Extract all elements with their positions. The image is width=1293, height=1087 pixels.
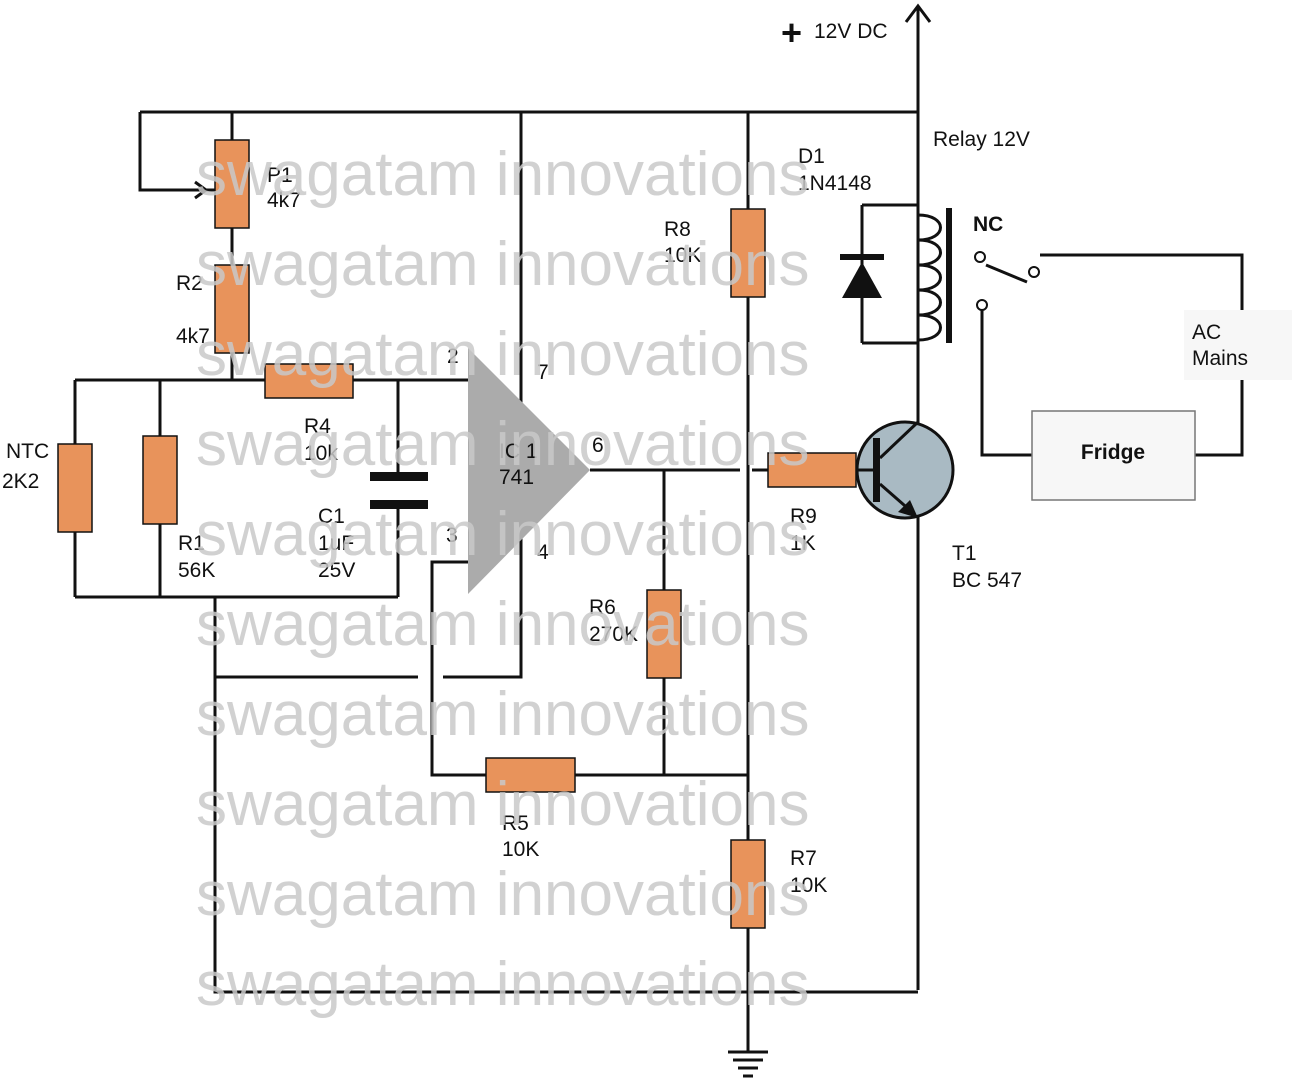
relay-common-contact <box>974 251 986 263</box>
t1-value: BC 547 <box>952 569 1022 592</box>
r1-ref: R1 <box>178 532 205 555</box>
ic-pin4: 4 <box>537 541 549 564</box>
ac-line1: AC <box>1192 321 1221 344</box>
watermark-text: swagatam innovations <box>196 410 809 479</box>
fridge-label: Fridge <box>1081 441 1145 464</box>
r4-ref: R4 <box>304 415 331 438</box>
relay-no-contact <box>976 299 988 311</box>
ntc-ref: NTC <box>6 440 49 463</box>
diode-D1 <box>840 254 884 298</box>
p1-ref: P1 <box>267 164 293 187</box>
resistor-R2 <box>214 264 250 354</box>
r4-value: 10k <box>304 442 338 465</box>
ic-pin2: 2 <box>447 345 459 368</box>
resistor-R9 <box>767 452 857 488</box>
watermark-text: swagatam innovations <box>196 230 809 299</box>
ntc-value: 2K2 <box>2 470 39 493</box>
r6-value: 270K <box>589 623 638 646</box>
r7-value: 10K <box>790 874 827 897</box>
watermark-text: swagatam innovations <box>196 590 809 659</box>
transistor-T1 <box>855 420 955 520</box>
resistor-R6 <box>646 589 682 679</box>
r9-ref: R9 <box>790 505 817 528</box>
watermark: swagatam innovations swagatam innovation… <box>196 140 809 1019</box>
ic-name: IC 1 <box>499 440 538 463</box>
supply-plus: + <box>781 12 802 53</box>
c1-ref: C1 <box>318 505 345 528</box>
supply-label: 12V DC <box>814 20 888 43</box>
ic-pin7: 7 <box>537 361 549 384</box>
c1-voltage: 25V <box>318 559 355 582</box>
d1-value: 1N4148 <box>798 172 872 195</box>
thermistor-NTC <box>57 443 93 533</box>
r8-ref: R8 <box>664 218 691 241</box>
r9-value: 1K <box>790 532 816 555</box>
ac-mains-label-backdrop <box>1184 310 1292 380</box>
r2-ref: R2 <box>176 272 203 295</box>
t1-ref: T1 <box>952 542 977 565</box>
watermark-text: swagatam innovations <box>196 770 809 839</box>
resistor-R7 <box>730 839 766 929</box>
resistor-P1 <box>214 139 250 229</box>
r6-ref: R6 <box>589 596 616 619</box>
p1-value: 4k7 <box>267 189 301 212</box>
wires <box>73 3 1244 1078</box>
ic-part: 741 <box>499 466 534 489</box>
watermark-text: swagatam innovations <box>196 680 809 749</box>
resistor-R1 <box>142 435 178 525</box>
watermark-text: swagatam innovations <box>196 320 809 389</box>
r1-value: 56K <box>178 559 215 582</box>
relay-nc-contact <box>1028 266 1040 278</box>
watermark-text: swagatam innovations <box>196 860 809 929</box>
c1-value: 1uF <box>318 532 354 555</box>
relay-label: Relay 12V <box>933 128 1030 151</box>
r5-value: 10K <box>502 838 539 861</box>
resistor-R4 <box>264 363 354 399</box>
resistor-R5 <box>485 757 576 793</box>
opamp-ic1 <box>468 348 590 594</box>
ic-pin3: 3 <box>446 524 458 547</box>
relay-coil <box>917 208 952 343</box>
r8-value: 10K <box>664 244 701 267</box>
r2-value: 4k7 <box>176 325 210 348</box>
r7-ref: R7 <box>790 847 817 870</box>
ic-pin6: 6 <box>592 434 604 457</box>
d1-ref: D1 <box>798 145 825 168</box>
ac-line2: Mains <box>1192 347 1248 370</box>
fridge-box <box>1031 410 1196 501</box>
watermark-text: swagatam innovations <box>196 950 809 1019</box>
capacitor-C1 <box>370 472 428 509</box>
relay-nc-label: NC <box>973 213 1003 236</box>
r5-ref: R5 <box>502 812 529 835</box>
labels: + 12V DC Relay 12V NC AC Mains Fridge IC… <box>2 12 1248 897</box>
components <box>57 139 1292 929</box>
watermark-text: swagatam innovations <box>196 140 809 209</box>
watermark-text: swagatam innovations <box>196 500 809 569</box>
resistor-R8 <box>730 208 766 298</box>
